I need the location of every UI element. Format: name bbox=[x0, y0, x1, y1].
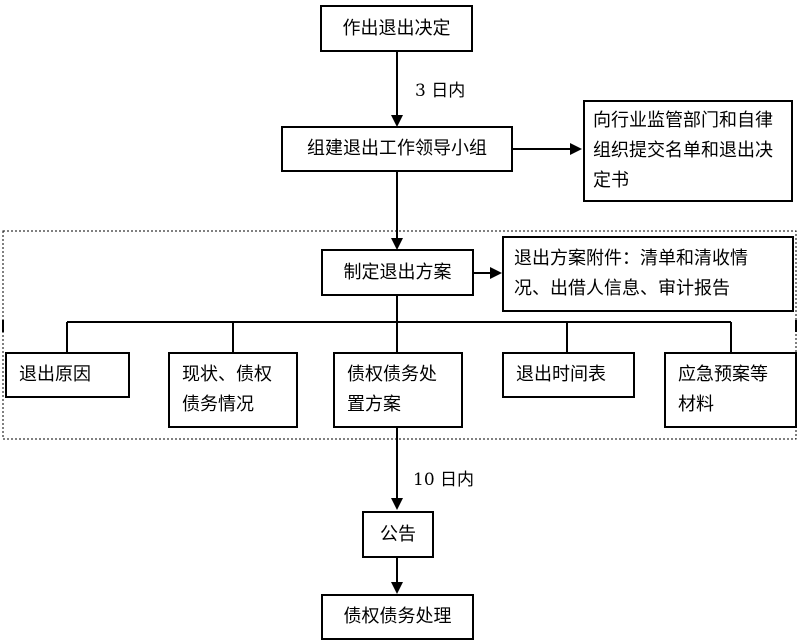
node-handling-label: 债权债务处理 bbox=[343, 606, 452, 627]
node-disposal-label: 债权债务处置方案 bbox=[347, 364, 437, 415]
node-reason-label: 退出原因 bbox=[19, 364, 91, 385]
node-group-label: 组建退出工作领导小组 bbox=[307, 138, 487, 159]
edge-label-10-days: 10 日内 bbox=[413, 470, 475, 490]
node-decision: 作出退出决定 bbox=[320, 5, 473, 52]
edge-label-3-days: 3 日内 bbox=[415, 81, 466, 101]
node-timetable: 退出时间表 bbox=[502, 352, 635, 398]
node-report: 向行业监管部门和自律组织提交名单和退出决定书 bbox=[583, 100, 793, 202]
node-report-label: 向行业监管部门和自律组织提交名单和退出决定书 bbox=[593, 110, 773, 191]
node-reason: 退出原因 bbox=[5, 352, 130, 398]
node-handling: 债权债务处理 bbox=[321, 594, 474, 640]
node-status-label: 现状、债权债务情况 bbox=[182, 364, 272, 415]
node-status: 现状、债权债务情况 bbox=[168, 352, 298, 428]
node-disposal: 债权债务处置方案 bbox=[333, 352, 463, 428]
node-emergency: 应急预案等材料 bbox=[664, 352, 797, 428]
node-emergency-label: 应急预案等材料 bbox=[678, 364, 768, 415]
node-plan-label: 制定退出方案 bbox=[343, 261, 452, 283]
node-decision-label: 作出退出决定 bbox=[342, 17, 451, 39]
node-notice-label: 公告 bbox=[380, 523, 416, 545]
node-attachment: 退出方案附件：清单和清收情况、出借人信息、审计报告 bbox=[502, 236, 794, 312]
plan-region-border bbox=[2, 230, 797, 440]
node-timetable-label: 退出时间表 bbox=[516, 364, 606, 385]
node-group: 组建退出工作领导小组 bbox=[281, 126, 513, 172]
node-attachment-label: 退出方案附件：清单和清收情况、出借人信息、审计报告 bbox=[514, 248, 748, 299]
node-plan: 制定退出方案 bbox=[321, 249, 474, 296]
node-notice: 公告 bbox=[362, 511, 434, 558]
